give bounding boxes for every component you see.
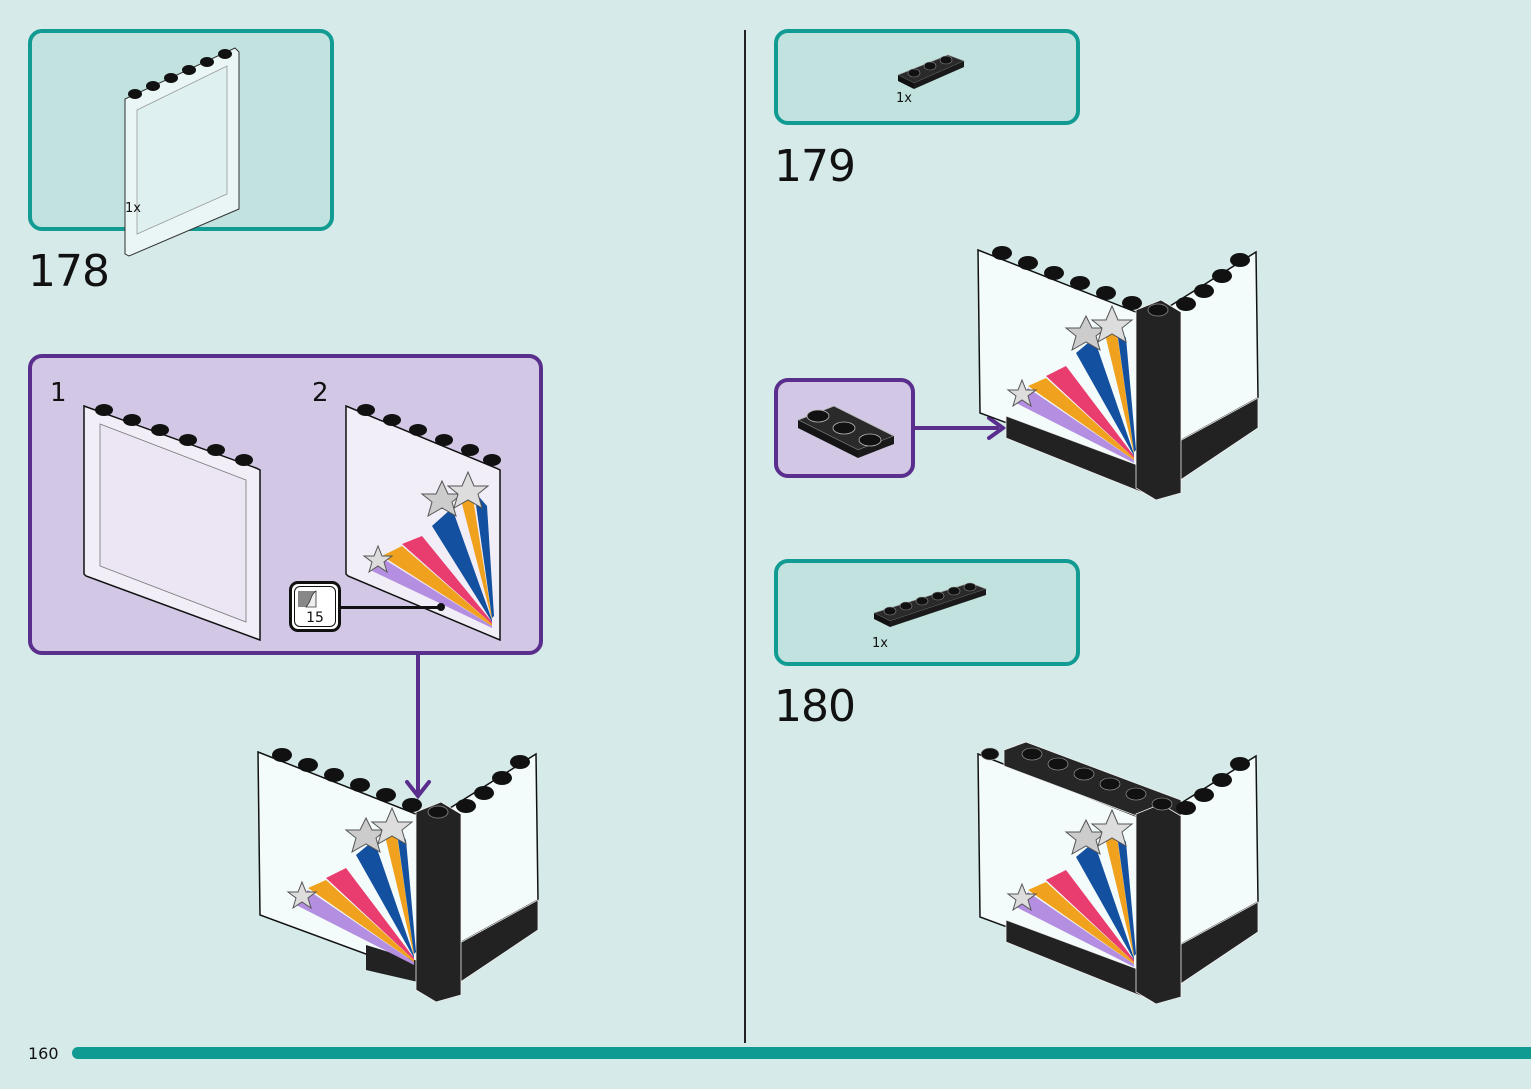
step-179-callout-box [774, 378, 915, 478]
substep-2-panel-with-sticker-illustration [345, 404, 501, 642]
step-178-assembly-illustration [257, 748, 539, 1003]
substep-to-assembly-arrow-icon [405, 652, 431, 800]
step-178-substep-box: 1 2 [28, 354, 543, 655]
substep-1-panel-illustration [83, 404, 261, 642]
step-179-part-quantity: 1x [896, 91, 912, 106]
black-plate-1x3-callout-icon [797, 405, 895, 458]
footer-bar [72, 1047, 1531, 1059]
step-178-parts-box: 1x [28, 29, 334, 257]
star-sticker-icon [1006, 808, 1136, 967]
sticker-leader-line [341, 606, 441, 609]
sticker-peel-icon [298, 590, 317, 608]
substep-2-number: 2 [312, 378, 329, 408]
star-sticker-icon [362, 470, 494, 628]
step-179-parts-box: 1x [774, 29, 1080, 125]
sticker-leader-dot [437, 603, 445, 611]
step-178-part-quantity: 1x [125, 201, 141, 216]
black-plate-1x3-part-icon [897, 54, 965, 89]
star-sticker-icon [1006, 304, 1136, 463]
callout-arrow-icon [913, 416, 1007, 440]
page-divider [744, 30, 746, 1043]
page-number: 160 [28, 1044, 59, 1063]
step-179-number: 179 [774, 141, 856, 192]
step-180-number: 180 [774, 681, 856, 732]
step-180-parts-box: 1x [774, 559, 1080, 666]
transparent-panel-part-icon [124, 47, 240, 257]
sticker-reference-badge: 15 [289, 581, 341, 632]
step-180-part-quantity: 1x [872, 636, 888, 651]
substep-1-number: 1 [50, 378, 67, 408]
step-178-number: 178 [28, 246, 110, 297]
step-179-assembly-illustration [977, 246, 1259, 501]
step-180-assembly-illustration [977, 741, 1259, 1005]
black-plate-1x6-part-icon [873, 582, 987, 627]
star-sticker-icon [286, 806, 416, 965]
sticker-number: 15 [306, 610, 324, 626]
